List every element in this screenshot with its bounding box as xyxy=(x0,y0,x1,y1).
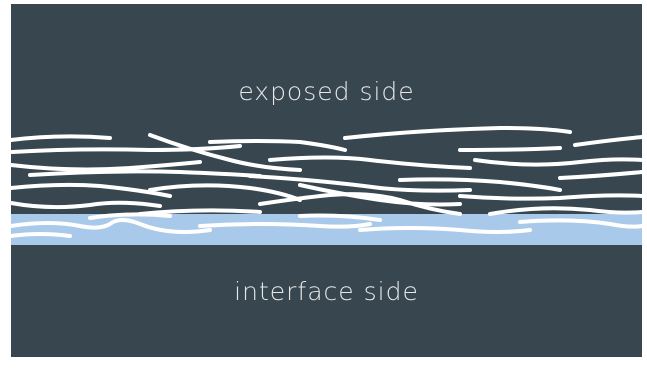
fiber-strand xyxy=(490,208,642,214)
fiber-strand xyxy=(270,158,470,169)
fiber-strand xyxy=(460,195,642,198)
fiber-strand xyxy=(575,137,642,145)
fiber-strand xyxy=(11,234,70,236)
fiber-strand xyxy=(11,203,160,207)
fiber-strand xyxy=(11,136,110,140)
fiber-strand xyxy=(12,146,240,152)
fiber-strand xyxy=(345,128,570,138)
fiber-strand xyxy=(11,162,200,169)
fiber-strand xyxy=(460,148,560,150)
fiber-strand xyxy=(30,171,260,176)
fiber-strand xyxy=(475,159,642,164)
fiber-strand xyxy=(11,185,170,196)
fiber-strand xyxy=(150,185,300,200)
fiber-strand xyxy=(560,172,642,178)
fiber-strand xyxy=(400,179,560,190)
